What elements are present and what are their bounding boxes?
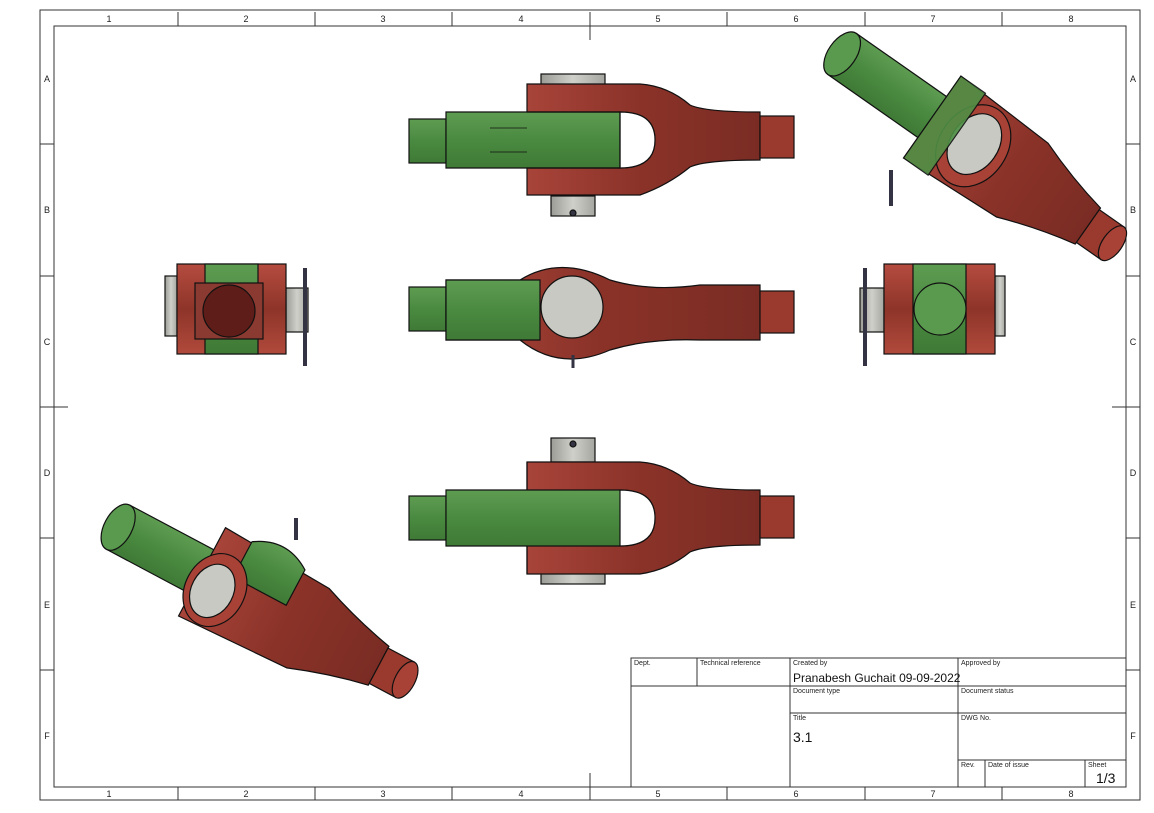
- col-label: 8: [1068, 789, 1073, 799]
- col-label: 4: [518, 789, 523, 799]
- column-labels-bottom: 1 2 3 4 5 6 7 8: [106, 789, 1073, 799]
- view-iso-top-right: [823, 31, 1128, 262]
- row-label: C: [44, 337, 51, 347]
- rev-label: Rev.: [961, 762, 975, 769]
- title-label: Title: [793, 715, 806, 722]
- document-status-label: Document status: [961, 688, 1014, 695]
- row-label: C: [1130, 337, 1137, 347]
- view-left: [164, 263, 309, 366]
- column-labels-top: 1 2 3 4 5 6 7 8: [106, 14, 1073, 24]
- col-label: 6: [793, 789, 798, 799]
- title-value: 3.1: [793, 729, 813, 745]
- col-label: 5: [655, 789, 660, 799]
- view-bottom: [408, 437, 795, 585]
- col-label: 3: [380, 14, 385, 24]
- col-label: 3: [380, 789, 385, 799]
- row-label: A: [44, 74, 50, 84]
- view-top: [408, 73, 795, 217]
- row-labels-right: A B C D E F: [1130, 74, 1137, 741]
- sheet-value: 1/3: [1096, 770, 1116, 786]
- col-label: 2: [243, 14, 248, 24]
- row-label: D: [1130, 468, 1137, 478]
- col-label: 1: [106, 14, 111, 24]
- view-front: [408, 266, 795, 368]
- sheet-label: Sheet: [1088, 762, 1106, 769]
- col-label: 6: [793, 14, 798, 24]
- title-block: [630, 657, 1127, 788]
- approved-by-label: Approved by: [961, 660, 1001, 667]
- row-label: B: [44, 205, 50, 215]
- row-label: F: [44, 731, 50, 741]
- col-label: 7: [930, 14, 935, 24]
- zone-ticks: [40, 12, 1140, 800]
- row-label: B: [1130, 205, 1136, 215]
- dwg-no-label: DWG No.: [961, 715, 991, 722]
- row-label: A: [1130, 74, 1136, 84]
- row-label: D: [44, 468, 51, 478]
- created-by-label: Created by: [793, 660, 828, 667]
- col-label: 1: [106, 789, 111, 799]
- document-type-label: Document type: [793, 688, 840, 695]
- col-label: 4: [518, 14, 523, 24]
- view-right: [859, 263, 1006, 366]
- row-label: E: [1130, 600, 1136, 610]
- col-label: 2: [243, 789, 248, 799]
- row-labels-left: A B C D E F: [44, 74, 51, 741]
- row-label: F: [1130, 731, 1136, 741]
- row-label: E: [44, 600, 50, 610]
- created-by-value: Pranabesh Guchait 09-09-2022: [793, 671, 961, 685]
- col-label: 5: [655, 14, 660, 24]
- dept-label: Dept.: [634, 660, 651, 667]
- date-of-issue-label: Date of issue: [988, 762, 1029, 769]
- technical-reference-label: Technical reference: [700, 660, 761, 667]
- col-label: 8: [1068, 14, 1073, 24]
- col-label: 7: [930, 789, 935, 799]
- view-iso-bottom-left: [100, 503, 419, 699]
